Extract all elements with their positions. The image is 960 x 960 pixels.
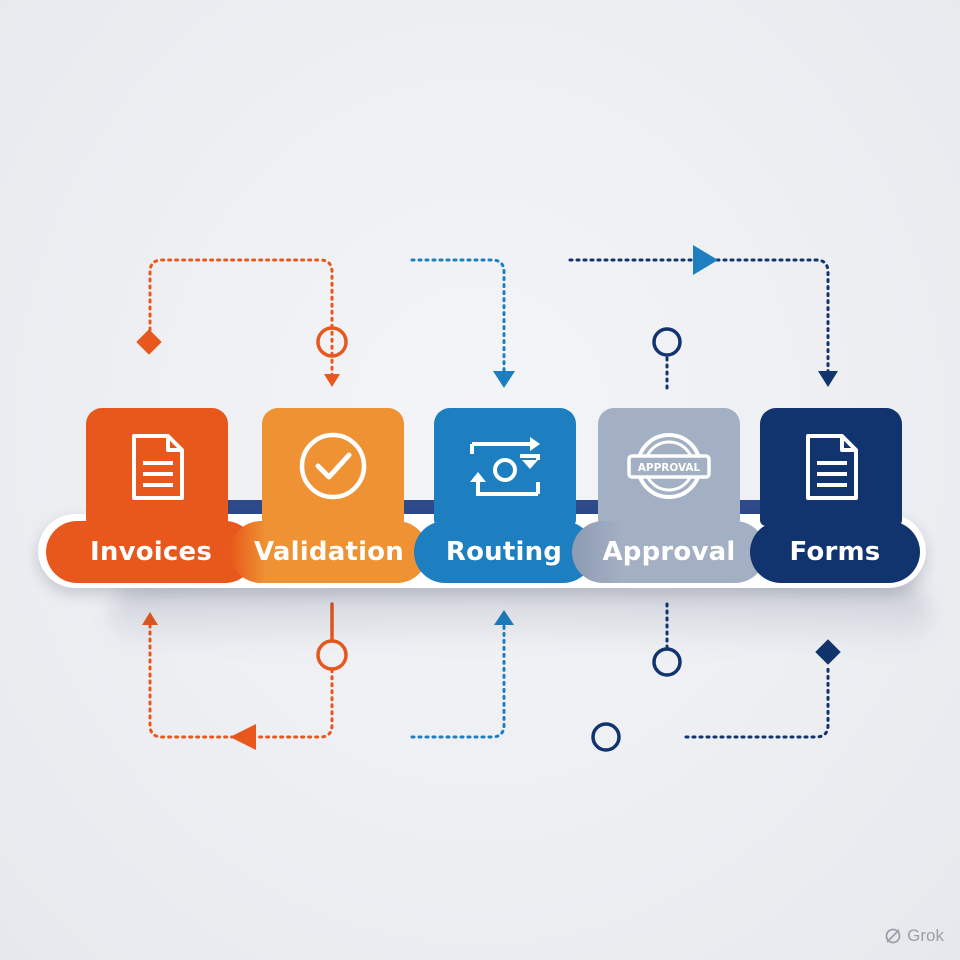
arrow-marker <box>494 610 514 625</box>
grok-logo-icon <box>885 928 901 944</box>
stage-label-validation: Validation <box>230 521 428 583</box>
platform-shadow <box>110 580 930 650</box>
diamond-marker <box>815 639 841 665</box>
arrow-marker <box>230 724 256 750</box>
connector-top-routing <box>410 258 506 380</box>
stage-label-text: Validation <box>254 537 404 567</box>
arrow-marker <box>493 371 515 388</box>
diamond-marker <box>136 329 162 355</box>
circle-marker <box>652 647 682 677</box>
circle-marker <box>316 326 348 358</box>
arrow-marker <box>324 374 340 387</box>
document-icon <box>806 434 858 500</box>
circle-marker <box>316 639 348 671</box>
stage-label-forms: Forms <box>750 521 920 583</box>
stage-label-text: Approval <box>602 537 736 567</box>
connector-top-invoices <box>148 258 334 382</box>
stage-label-routing: Routing <box>414 521 594 583</box>
stage-tile-forms <box>760 408 902 526</box>
document-icon <box>132 434 184 500</box>
connector-top-forms <box>568 258 830 380</box>
arrow-marker <box>693 245 718 275</box>
checkmark-circle-icon <box>299 432 367 500</box>
stage-label-invoices: Invoices <box>46 521 256 583</box>
stage-tile-approval: APPROVAL <box>598 408 740 526</box>
circle-marker <box>652 327 682 357</box>
stage-tile-routing <box>434 408 576 526</box>
stage-label-approval: Approval <box>572 521 766 583</box>
stamp-text: APPROVAL <box>638 462 701 474</box>
circle-marker <box>591 722 621 752</box>
watermark-text: Grok <box>907 926 944 945</box>
stage-label-text: Forms <box>789 537 881 567</box>
connector-bottom-routing <box>410 623 506 739</box>
stage-tile-invoices <box>86 408 228 526</box>
watermark: Grok <box>884 926 944 946</box>
arrow-marker <box>818 371 838 387</box>
stage-label-text: Routing <box>445 537 563 567</box>
stage-tile-validation <box>262 408 404 526</box>
approval-stamp-icon: APPROVAL <box>627 433 711 499</box>
connector-bottom-forms <box>684 666 830 739</box>
arrow-marker <box>142 612 158 625</box>
routing-arrows-icon <box>470 437 540 496</box>
stage-label-text: Invoices <box>89 537 213 567</box>
